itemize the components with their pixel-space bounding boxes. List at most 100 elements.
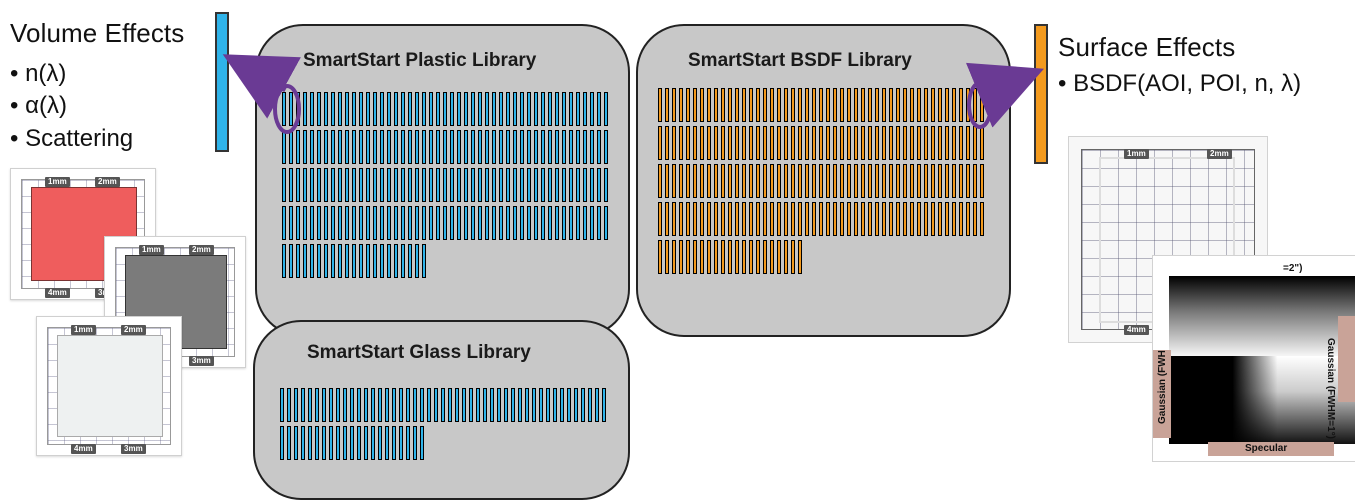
bsdf-library-title: SmartStart BSDF Library — [688, 50, 912, 71]
plastic-row — [282, 130, 611, 164]
glass-bar — [469, 388, 473, 422]
bsdf-bar — [798, 240, 802, 274]
bsdf-bar — [938, 202, 942, 236]
plastic-bar — [443, 92, 447, 126]
plastic-bar — [555, 130, 559, 164]
plastic-bar — [345, 168, 349, 202]
scattering-overlay-card: =2") Gaussian (FWHM=1°) Gaussian (FWH Sp… — [1152, 255, 1355, 462]
plastic-bar — [541, 92, 545, 126]
bsdf-row — [658, 202, 987, 236]
bsdf-bar — [763, 240, 767, 274]
bsdf-bar — [973, 164, 977, 198]
bsdf-bar — [952, 88, 956, 122]
plastic-bar — [408, 206, 412, 240]
surface-bullet-1-label: BSDF(AOI, POI, n, λ) — [1073, 70, 1302, 97]
bsdf-bar — [770, 126, 774, 160]
bsdf-bar — [714, 88, 718, 122]
plastic-bar — [471, 168, 475, 202]
plastic-bar — [401, 206, 405, 240]
bsdf-bar — [833, 202, 837, 236]
plastic-bar — [422, 206, 426, 240]
bsdf-bar — [819, 164, 823, 198]
glass-bar — [511, 388, 515, 422]
plastic-bar — [401, 244, 405, 278]
bsdf-bar — [693, 164, 697, 198]
plastic-bar — [331, 244, 335, 278]
bsdf-bar — [742, 240, 746, 274]
plastic-bar — [415, 130, 419, 164]
bsdf-bar — [945, 88, 949, 122]
glass-bar — [364, 388, 368, 422]
plastic-bar — [352, 244, 356, 278]
bsdf-bar — [903, 126, 907, 160]
bsdf-bar — [721, 126, 725, 160]
glass-bar — [574, 388, 578, 422]
plastic-bar — [289, 244, 293, 278]
plastic-bar — [338, 168, 342, 202]
red-sample-label-1: 1mm — [45, 177, 70, 187]
bsdf-bar — [931, 202, 935, 236]
glass-bar — [322, 388, 326, 422]
bsdf-bar — [889, 202, 893, 236]
bsdf-bar — [728, 126, 732, 160]
plastic-bar — [345, 244, 349, 278]
bsdf-bar — [847, 88, 851, 122]
bsdf-bar — [861, 164, 865, 198]
plastic-bar — [422, 168, 426, 202]
bsdf-bar — [833, 88, 837, 122]
glass-bar — [343, 388, 347, 422]
plastic-bar — [604, 168, 608, 202]
plastic-bar — [464, 206, 468, 240]
bsdf-bar — [840, 202, 844, 236]
plastic-bar — [492, 92, 496, 126]
plastic-bar — [303, 168, 307, 202]
bsdf-bar — [770, 88, 774, 122]
plastic-bar — [520, 92, 524, 126]
plastic-bar — [471, 92, 475, 126]
plastic-bar — [597, 130, 601, 164]
plastic-bar — [296, 92, 300, 126]
plastic-bar — [478, 92, 482, 126]
bullet-dot: • — [10, 125, 26, 152]
bsdf-bar — [707, 202, 711, 236]
plastic-bar — [373, 206, 377, 240]
bsdf-bar — [700, 202, 704, 236]
plastic-bar — [583, 92, 587, 126]
plastic-bar — [366, 92, 370, 126]
plastic-bar — [366, 130, 370, 164]
plastic-bar — [604, 130, 608, 164]
bsdf-bar — [833, 164, 837, 198]
bottom-label-band — [1208, 442, 1334, 456]
glass-bar — [448, 388, 452, 422]
bsdf-bar — [875, 88, 879, 122]
glass-bar — [546, 388, 550, 422]
bsdf-bar — [952, 164, 956, 198]
bsdf-bar — [770, 164, 774, 198]
plastic-bar — [415, 206, 419, 240]
bsdf-bar — [826, 88, 830, 122]
glass-bar — [420, 388, 424, 422]
glass-bar — [567, 388, 571, 422]
bsdf-bar — [903, 88, 907, 122]
plastic-bar — [443, 206, 447, 240]
plastic-bar — [331, 130, 335, 164]
plastic-bar — [429, 92, 433, 126]
plastic-row — [282, 206, 611, 240]
plastic-bar — [359, 130, 363, 164]
glass-bar — [315, 388, 319, 422]
plastic-bar — [415, 244, 419, 278]
glass-bar — [329, 388, 333, 422]
glass-bar — [476, 388, 480, 422]
bsdf-bar — [784, 164, 788, 198]
bsdf-bar — [931, 88, 935, 122]
bsdf-bar — [910, 88, 914, 122]
bsdf-bar — [735, 240, 739, 274]
bsdf-bar — [756, 240, 760, 274]
glass-bar — [441, 388, 445, 422]
bsdf-bar — [672, 202, 676, 236]
plastic-bar — [415, 168, 419, 202]
plastic-bar — [359, 168, 363, 202]
bsdf-row — [658, 88, 987, 122]
bsdf-bar — [777, 240, 781, 274]
glass-bar — [581, 388, 585, 422]
